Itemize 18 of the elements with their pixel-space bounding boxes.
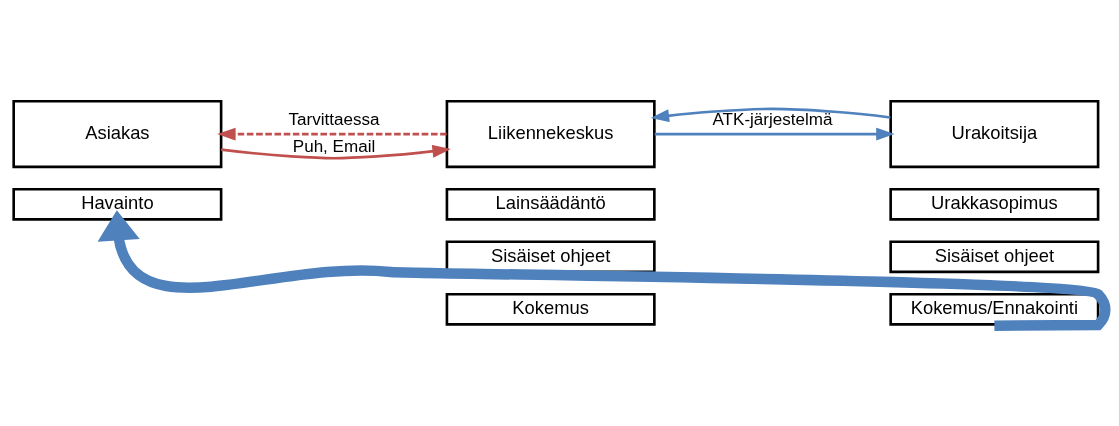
- arrow: [654, 127, 895, 141]
- arrow: [650, 107, 891, 122]
- arrow: [217, 127, 447, 141]
- arrow: [97, 209, 1111, 331]
- node-box: Havainto: [12, 187, 223, 221]
- edge-label: ATK-järjestelmä: [712, 109, 833, 129]
- node-box: Liikennekeskus: [445, 99, 656, 168]
- arrow: [220, 144, 451, 159]
- node-box: Kokemus/Ennakointi: [889, 292, 1100, 326]
- node-box: Lainsäädäntö: [445, 187, 656, 221]
- node-box: Urakkasopimus: [889, 187, 1100, 221]
- node-box: Urakoitsija: [889, 99, 1100, 168]
- node-box: Asiakas: [12, 99, 223, 168]
- edge-label: Tarvittaessa: [288, 109, 380, 129]
- edge-label: Puh, Email: [292, 136, 376, 156]
- node-box: Kokemus: [445, 292, 656, 326]
- node-box: Sisäiset ohjeet: [889, 239, 1100, 273]
- node-box: Sisäiset ohjeet: [445, 239, 656, 273]
